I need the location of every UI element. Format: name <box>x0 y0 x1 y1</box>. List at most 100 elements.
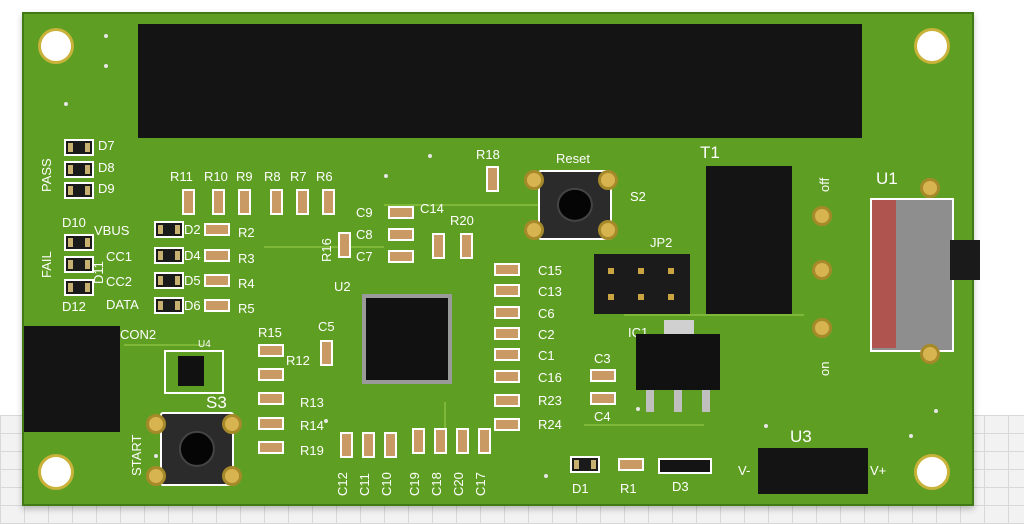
capacitor-c7 <box>388 250 414 263</box>
pad <box>598 220 618 240</box>
start-button[interactable] <box>160 412 234 486</box>
label-cc2: CC2 <box>106 274 133 289</box>
switch-actuator <box>872 200 896 348</box>
led-d10 <box>64 234 94 251</box>
label-c9: C9 <box>356 205 373 220</box>
display-module <box>138 24 862 138</box>
label-on: on <box>817 361 832 376</box>
label-d10: D10 <box>62 215 86 230</box>
label-data: DATA <box>106 297 139 312</box>
led-d12 <box>64 279 94 296</box>
label-c16: C16 <box>538 370 562 385</box>
label-c19: C19 <box>407 472 422 496</box>
via <box>154 454 158 458</box>
capacitor-c18 <box>434 428 447 454</box>
resistor-r5 <box>204 299 230 312</box>
pad <box>598 170 618 190</box>
pad <box>812 260 832 280</box>
resistor-r1 <box>618 458 644 471</box>
resistor-r14 <box>258 417 284 430</box>
via <box>428 154 432 158</box>
pad <box>222 414 242 434</box>
led-d2 <box>154 221 184 238</box>
capacitor-c10 <box>384 432 397 458</box>
led-d5 <box>154 272 184 289</box>
label-d4: D4 <box>184 248 201 263</box>
label-r12: R12 <box>286 353 310 368</box>
pad <box>920 178 940 198</box>
label-vbus: VBUS <box>94 223 130 238</box>
usb-connector-con2[interactable] <box>24 326 120 432</box>
label-d6: D6 <box>184 298 201 313</box>
label-c10: C10 <box>379 472 394 496</box>
ic1-tab <box>664 320 694 334</box>
resistor-r11 <box>182 189 195 215</box>
via <box>909 434 913 438</box>
connector-u3[interactable] <box>758 448 868 494</box>
regulator-ic1 <box>636 334 720 390</box>
microcontroller-u2 <box>362 294 452 384</box>
label-d7: D7 <box>98 138 115 153</box>
label-d3: D3 <box>672 479 689 494</box>
capacitor-c2 <box>494 327 520 340</box>
resistor-r23 <box>494 394 520 407</box>
resistor-r4 <box>204 274 230 287</box>
capacitor-c13 <box>494 284 520 297</box>
resistor-r8 <box>270 189 283 215</box>
ic-u4 <box>178 356 204 386</box>
resistor-r13 <box>258 392 284 405</box>
label-c12: C12 <box>335 472 350 496</box>
capacitor-c17 <box>478 428 491 454</box>
ic1-pin <box>702 390 710 412</box>
resistor-r16 <box>338 232 351 258</box>
label-r7: R7 <box>290 169 307 184</box>
label-c3: C3 <box>594 351 611 366</box>
capacitor-c9 <box>388 206 414 219</box>
pcb-board[interactable]: D7 D8 D9 PASS D10 D11 D12 FAIL VBUS CC1 … <box>22 12 980 506</box>
pad <box>524 220 544 240</box>
label-r1: R1 <box>620 481 637 496</box>
label-start: START <box>129 434 144 476</box>
label-s2: S2 <box>630 189 646 204</box>
label-c13: C13 <box>538 284 562 299</box>
capacitor-c19 <box>412 428 425 454</box>
label-d2: D2 <box>184 222 201 237</box>
jumper-jp2[interactable] <box>594 254 690 314</box>
label-r20: R20 <box>450 213 474 228</box>
trace <box>264 246 384 248</box>
mounting-hole-bottom-left <box>38 454 74 490</box>
capacitor-c14 <box>432 233 445 259</box>
label-c17: C17 <box>473 472 488 496</box>
via <box>636 407 640 411</box>
label-con2: CON2 <box>120 327 157 342</box>
trace <box>444 402 446 452</box>
via <box>64 102 68 106</box>
label-r6: R6 <box>316 169 333 184</box>
resistor-r9 <box>238 189 251 215</box>
pad <box>920 344 940 364</box>
label-c14: C14 <box>420 201 444 216</box>
label-t1: T1 <box>700 143 720 162</box>
label-r23: R23 <box>538 393 562 408</box>
label-c20: C20 <box>451 472 466 496</box>
ic1-pin <box>674 390 682 412</box>
mounting-hole-top-right <box>914 28 950 64</box>
led-d11 <box>64 256 94 273</box>
resistor-r15 <box>258 344 284 357</box>
label-c2: C2 <box>538 327 555 342</box>
trace <box>584 424 704 426</box>
label-reset: Reset <box>556 151 590 166</box>
label-c11: C11 <box>357 473 372 496</box>
led-d1 <box>570 456 600 473</box>
capacitor-c3 <box>590 369 616 382</box>
label-c7: C7 <box>356 249 373 264</box>
label-u4: U4 <box>198 339 211 350</box>
pad <box>146 414 166 434</box>
label-fail: FAIL <box>39 251 54 278</box>
resistor-r2 <box>204 223 230 236</box>
label-d11: D11 <box>91 261 106 284</box>
label-c4: C4 <box>594 409 611 424</box>
via <box>544 474 548 478</box>
switch-lever[interactable] <box>950 240 980 280</box>
capacitor-c8 <box>388 228 414 241</box>
